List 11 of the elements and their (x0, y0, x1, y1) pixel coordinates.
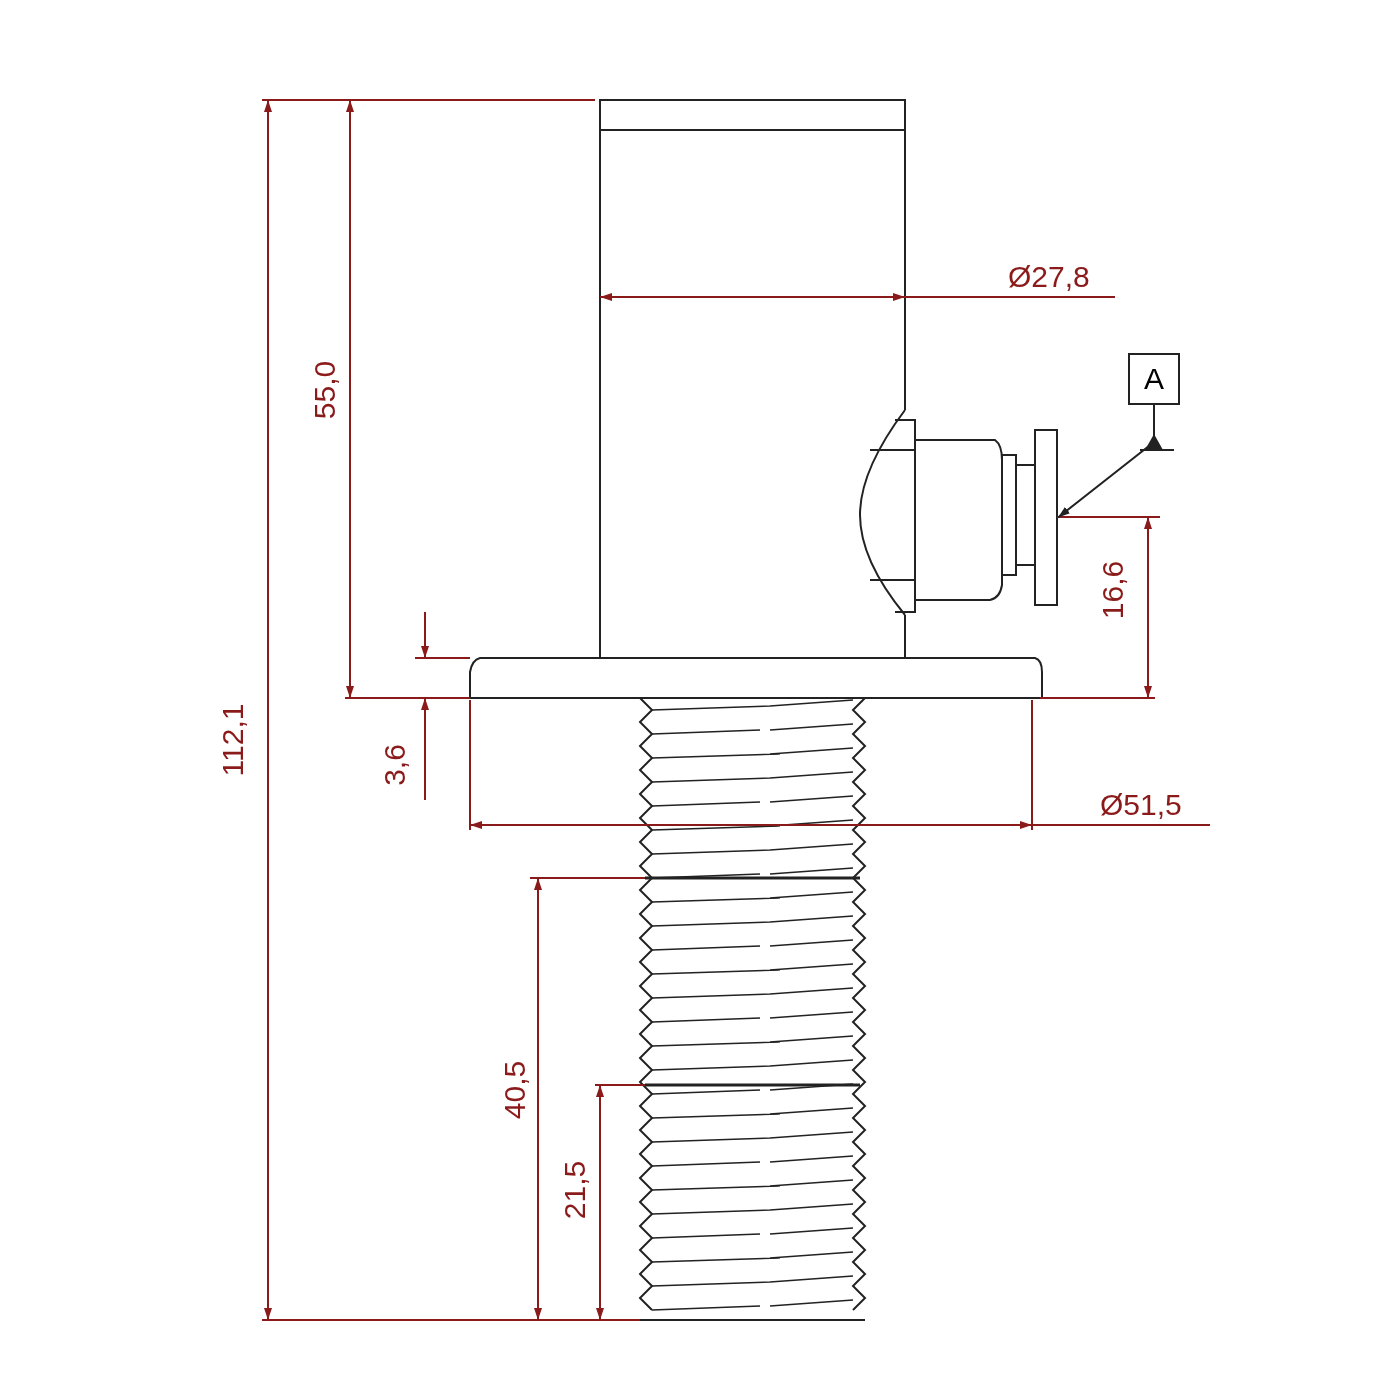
dimension-value: 16,6 (1098, 560, 1128, 620)
dimension-value: 40,5 (500, 1060, 530, 1120)
dimension-value: 112,1 (218, 703, 248, 777)
dimension-value: 3,6 (380, 744, 410, 786)
leader-line (1057, 404, 1174, 519)
datum-box: A (1128, 353, 1180, 405)
outlet-flange-drawing (1034, 429, 1058, 606)
dimension-value: 55,0 (310, 360, 340, 420)
dimension-value: Ø51,5 (1100, 790, 1182, 820)
dimension-value: Ø27,8 (1008, 262, 1090, 292)
dimension-value: 21,5 (560, 1160, 590, 1220)
